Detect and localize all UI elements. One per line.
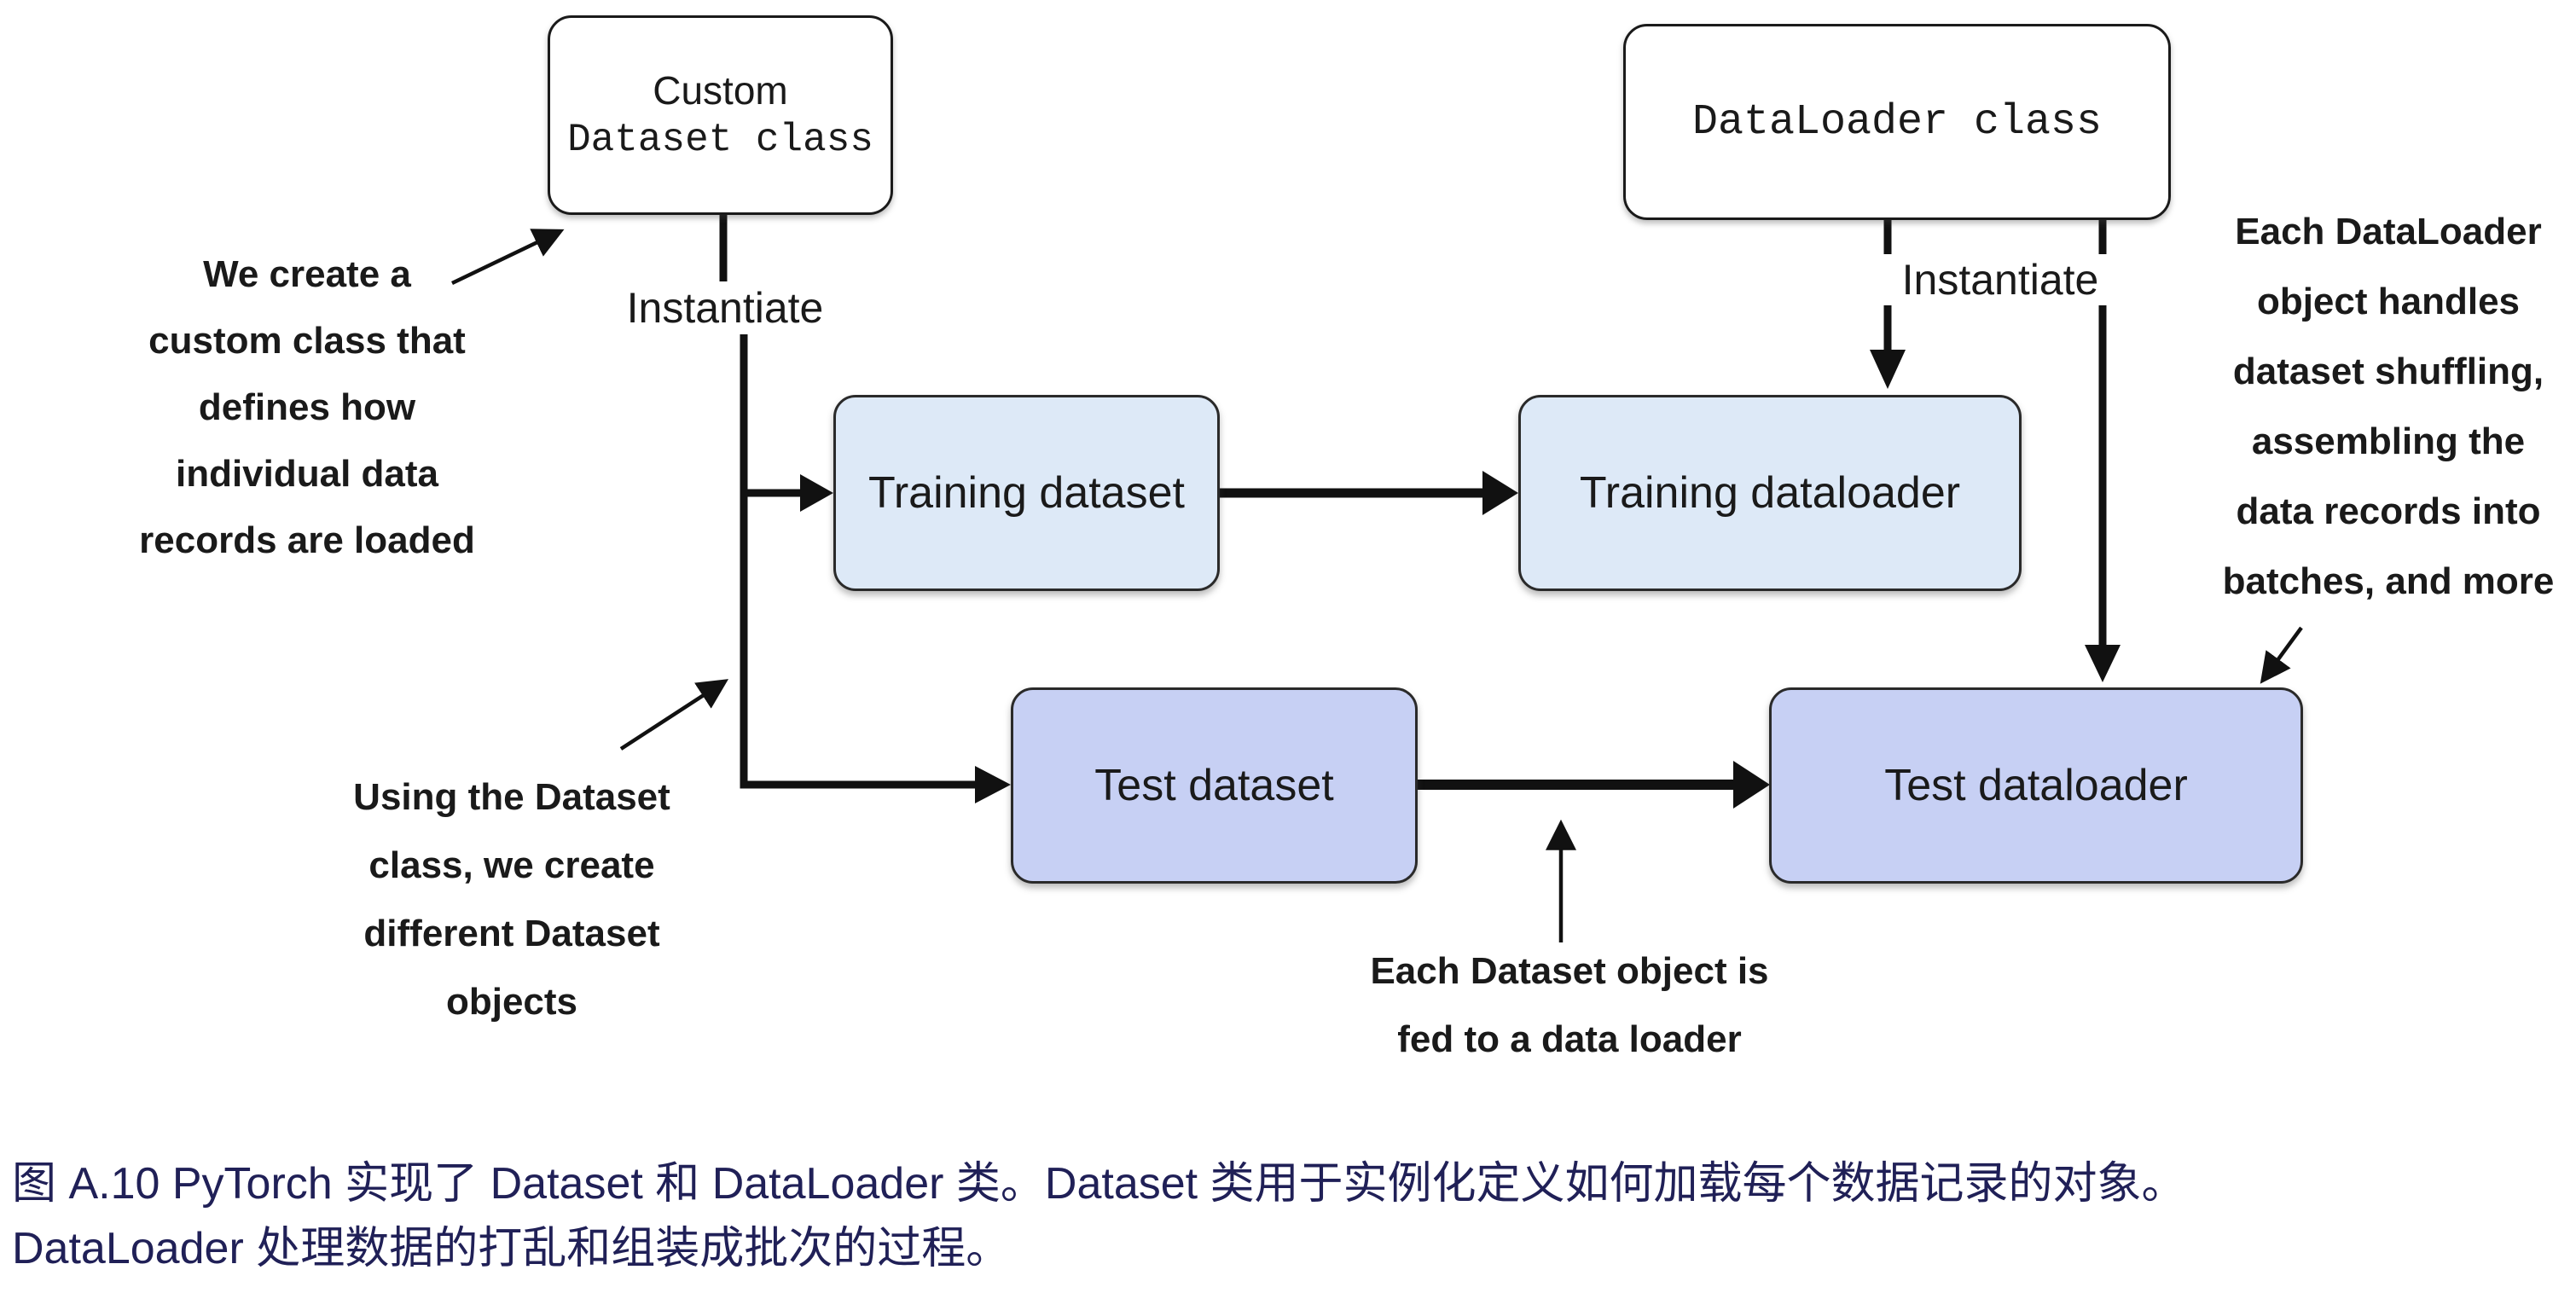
instantiate-label-right: Instantiate bbox=[1875, 254, 2126, 305]
pointer-arrow-create-custom bbox=[451, 229, 565, 286]
pointer-arrow-using-dataset bbox=[619, 679, 729, 751]
annotation-dataset-fed-to-loader: Each Dataset object is fed to a data loa… bbox=[1370, 950, 1769, 1060]
training-dataset-box: Training dataset bbox=[833, 395, 1220, 591]
test-dataloader-box: Test dataloader bbox=[1769, 687, 2303, 884]
training-dataloader-box: Training dataloader bbox=[1518, 395, 2022, 591]
training-dataset-label: Training dataset bbox=[868, 468, 1185, 518]
arrowhead-to-training-dataloader bbox=[1482, 471, 1518, 515]
custom-dataset-class-line2: Dataset class bbox=[567, 118, 873, 162]
arrowhead-to-test-dataset bbox=[975, 766, 1011, 803]
arrowhead-to-test-dataloader bbox=[1733, 761, 1770, 809]
annotation-dataloader-handles: Each DataLoader object handles dataset s… bbox=[2222, 211, 2555, 602]
arrowhead-instantiate-training-dataloader bbox=[1870, 350, 1906, 389]
figure-caption: 图 A.10 PyTorch 实现了 Dataset 和 DataLoader … bbox=[12, 1151, 2562, 1281]
arrowhead-instantiate-test-dataloader bbox=[2085, 645, 2121, 682]
custom-dataset-class-box: Custom Dataset class bbox=[548, 15, 893, 215]
figure-caption-line1: 图 A.10 PyTorch 实现了 Dataset 和 DataLoader … bbox=[12, 1159, 2186, 1209]
pointer-arrow-dataloader-handles bbox=[2260, 626, 2303, 684]
test-dataset-label: Test dataset bbox=[1094, 761, 1334, 810]
dataloader-class-box: DataLoader class bbox=[1623, 24, 2171, 220]
custom-dataset-class-line1: Custom bbox=[653, 68, 788, 113]
instantiate-label-left: Instantiate bbox=[606, 281, 844, 334]
training-dataloader-label: Training dataloader bbox=[1579, 468, 1961, 518]
test-dataloader-label: Test dataloader bbox=[1884, 761, 2188, 810]
edge-dataset-trunk bbox=[740, 324, 977, 789]
annotation-create-custom-class: We create a custom class that defines ho… bbox=[139, 253, 475, 561]
dataloader-class-label: DataLoader class bbox=[1691, 97, 2103, 147]
annotation-using-dataset-class: Using the Dataset class, we create diffe… bbox=[353, 776, 670, 1023]
arrowhead-to-training-dataset bbox=[800, 474, 833, 512]
figure-caption-line2: DataLoader 处理数据的打乱和组装成批次的过程。 bbox=[12, 1224, 1011, 1273]
test-dataset-box: Test dataset bbox=[1011, 687, 1418, 884]
